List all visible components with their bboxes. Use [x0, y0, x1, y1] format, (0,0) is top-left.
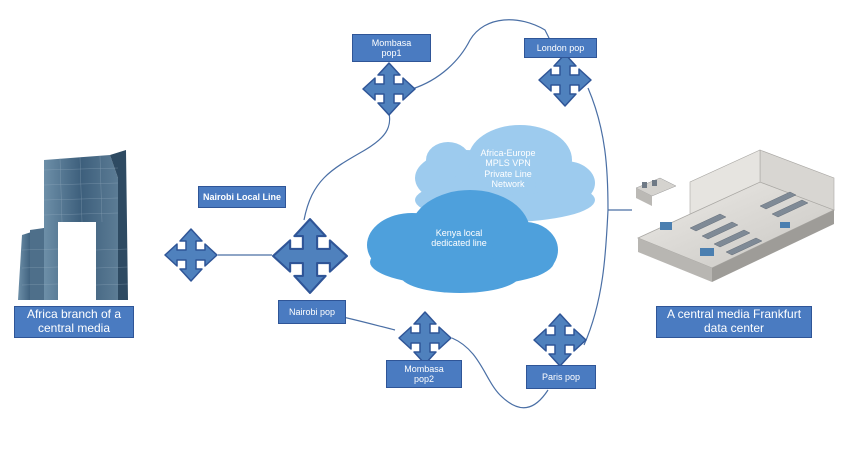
link-mombasa2-paris — [451, 337, 549, 409]
router-icon-london — [538, 53, 592, 107]
paris-pop-label: Paris pop — [526, 365, 596, 389]
router-icon-nairobi — [272, 218, 348, 294]
nairobi-local-line-text: Nairobi Local Line — [202, 191, 281, 202]
africa-branch-text: Africa branch of a central media — [26, 307, 122, 335]
kenya-cloud — [367, 190, 558, 293]
mombasa-pop1-text: Mombasa pop1 — [371, 37, 412, 58]
router-icon-mombasa1 — [362, 62, 416, 116]
router-icon-paris — [533, 313, 587, 367]
mombasa-pop2-label: Mombasa pop2 — [386, 360, 462, 388]
london-pop-text: London pop — [536, 42, 585, 53]
link-nairobi-mombasa1 — [303, 112, 391, 221]
nairobi-local-line-label: Nairobi Local Line — [198, 186, 286, 208]
nairobi-pop-text: Nairobi pop — [288, 306, 336, 317]
datacenter-image — [635, 149, 836, 282]
building-image — [18, 150, 129, 300]
paris-pop-text: Paris pop — [541, 371, 581, 382]
africa-branch-label: Africa branch of a central media — [14, 306, 134, 338]
mombasa-pop1-label: Mombasa pop1 — [352, 34, 431, 62]
mpls-cloud — [415, 125, 595, 222]
london-pop-label: London pop — [524, 38, 597, 58]
link-frankfurt-paris — [583, 209, 609, 346]
kenya-cloud-text: Kenya local dedicated line — [431, 228, 487, 249]
link-london-frankfurt — [587, 87, 609, 211]
nairobi-pop-label: Nairobi pop — [278, 300, 346, 324]
frankfurt-dc-text: A central media Frankfurt data center — [666, 307, 802, 335]
router-icon-branch — [164, 228, 218, 282]
link-mombasa1-london — [411, 19, 553, 90]
mpls-cloud-text: Africa-Europe MPLS VPN Private Line Netw… — [480, 148, 536, 190]
mombasa-pop2-text: Mombasa pop2 — [404, 363, 444, 384]
datacenter-inset — [635, 177, 677, 206]
router-icon-mombasa2 — [398, 311, 452, 365]
frankfurt-dc-label: A central media Frankfurt data center — [656, 306, 812, 338]
